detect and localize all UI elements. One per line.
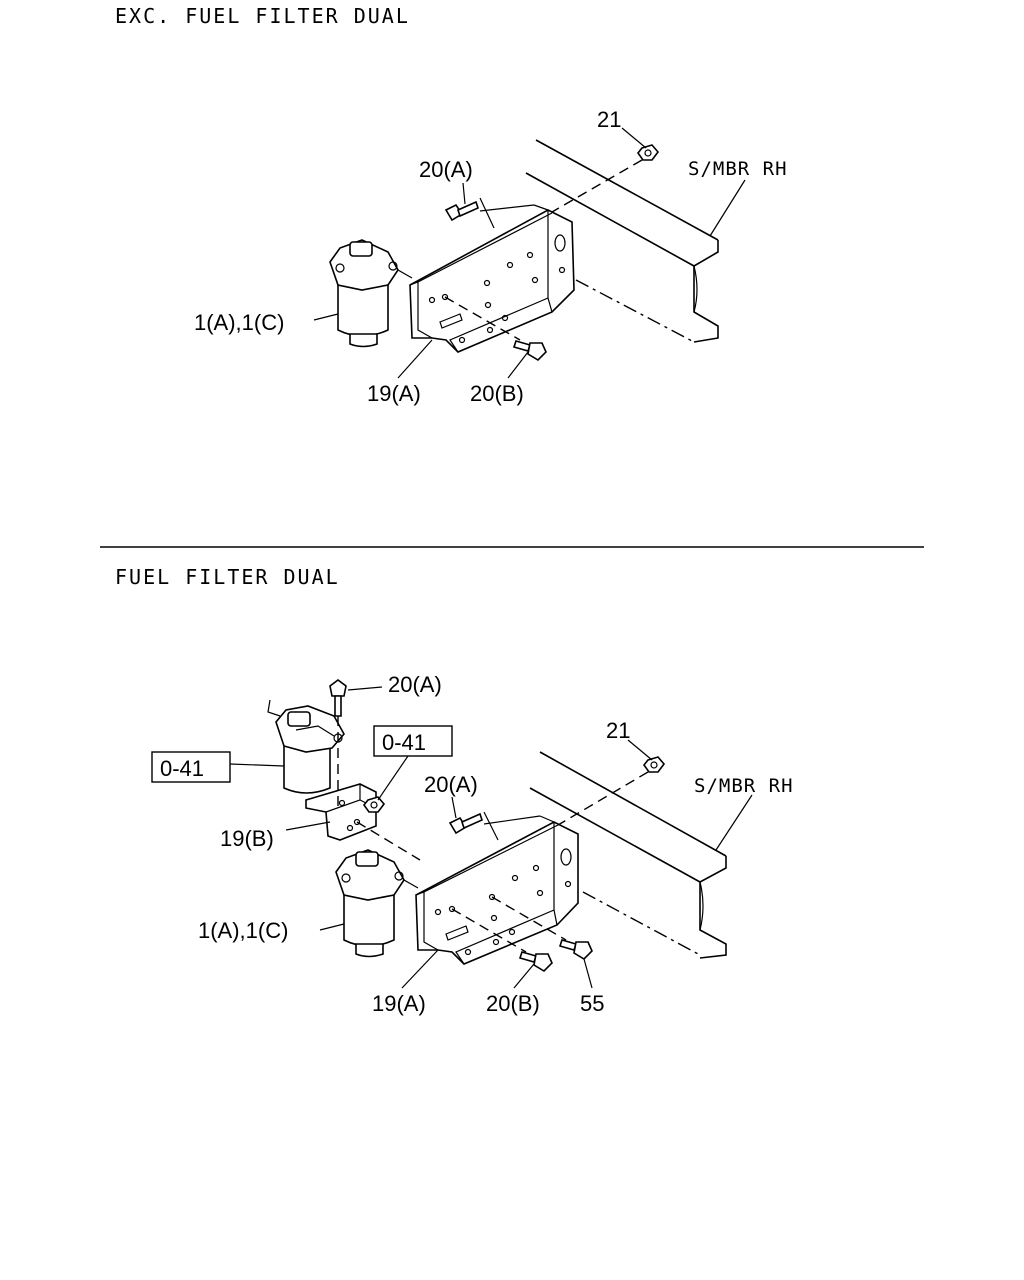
upper-fuel-filter-0-41 (267, 699, 345, 794)
label-0-41-right: 0-41 (382, 730, 426, 755)
label-19a-2: 19(A) (372, 991, 426, 1016)
diagram-exc-fuel-filter-dual: 21 20(A) S/MBR RH 1(A),1(C) 19(A) 20(B) (194, 107, 788, 406)
bolt-20b-2 (518, 951, 553, 973)
label-smbr-rh-2: S/MBR RH (694, 775, 794, 797)
label-55: 55 (580, 991, 604, 1016)
side-member-rh (525, 139, 719, 343)
label-20a-2: 20(A) (424, 772, 478, 797)
bolt-20a-2 (448, 811, 541, 841)
label-19b: 19(B) (220, 826, 274, 851)
ref-box-right: 0-41 (373, 725, 453, 757)
nut-19b (362, 796, 386, 813)
side-member-rh-2 (529, 751, 727, 959)
bolt-20b (512, 340, 547, 362)
nut-21 (551, 144, 660, 213)
label-smbr-rh: S/MBR RH (688, 158, 788, 180)
bracket-19a-2 (415, 815, 579, 965)
label-1a-1c: 1(A),1(C) (194, 310, 284, 335)
nut-21-2 (557, 756, 666, 826)
bolt-20a-top (329, 679, 347, 812)
ref-box-left: 0-41 (151, 751, 231, 783)
section-title-exc-fuel-filter-dual: EXC. FUEL FILTER DUAL (115, 4, 410, 28)
label-20b-2: 20(B) (486, 991, 540, 1016)
bolt-55 (558, 939, 593, 961)
label-21: 21 (597, 107, 621, 132)
section-title-fuel-filter-dual: FUEL FILTER DUAL (115, 565, 340, 589)
diagram-fuel-filter-dual: 0-41 0-41 20(A) 21 20(A) S/MBR RH 19(B) … (151, 672, 794, 1016)
label-20a-top: 20(A) (388, 672, 442, 697)
bracket-19a (409, 204, 575, 353)
label-1a-1c-2: 1(A),1(C) (198, 918, 288, 943)
label-21-2: 21 (606, 718, 630, 743)
label-0-41-left: 0-41 (160, 756, 204, 781)
label-20a: 20(A) (419, 157, 473, 182)
label-19a: 19(A) (367, 381, 421, 406)
bolt-20a (444, 197, 535, 229)
fuel-filter-1a-1c (329, 239, 413, 348)
leader-lines-section-2 (229, 686, 753, 989)
fuel-filter-1a-1c-2 (335, 849, 419, 958)
bracket-19b (305, 783, 421, 861)
label-20b: 20(B) (470, 381, 524, 406)
leader-lines-section-1 (313, 127, 746, 379)
